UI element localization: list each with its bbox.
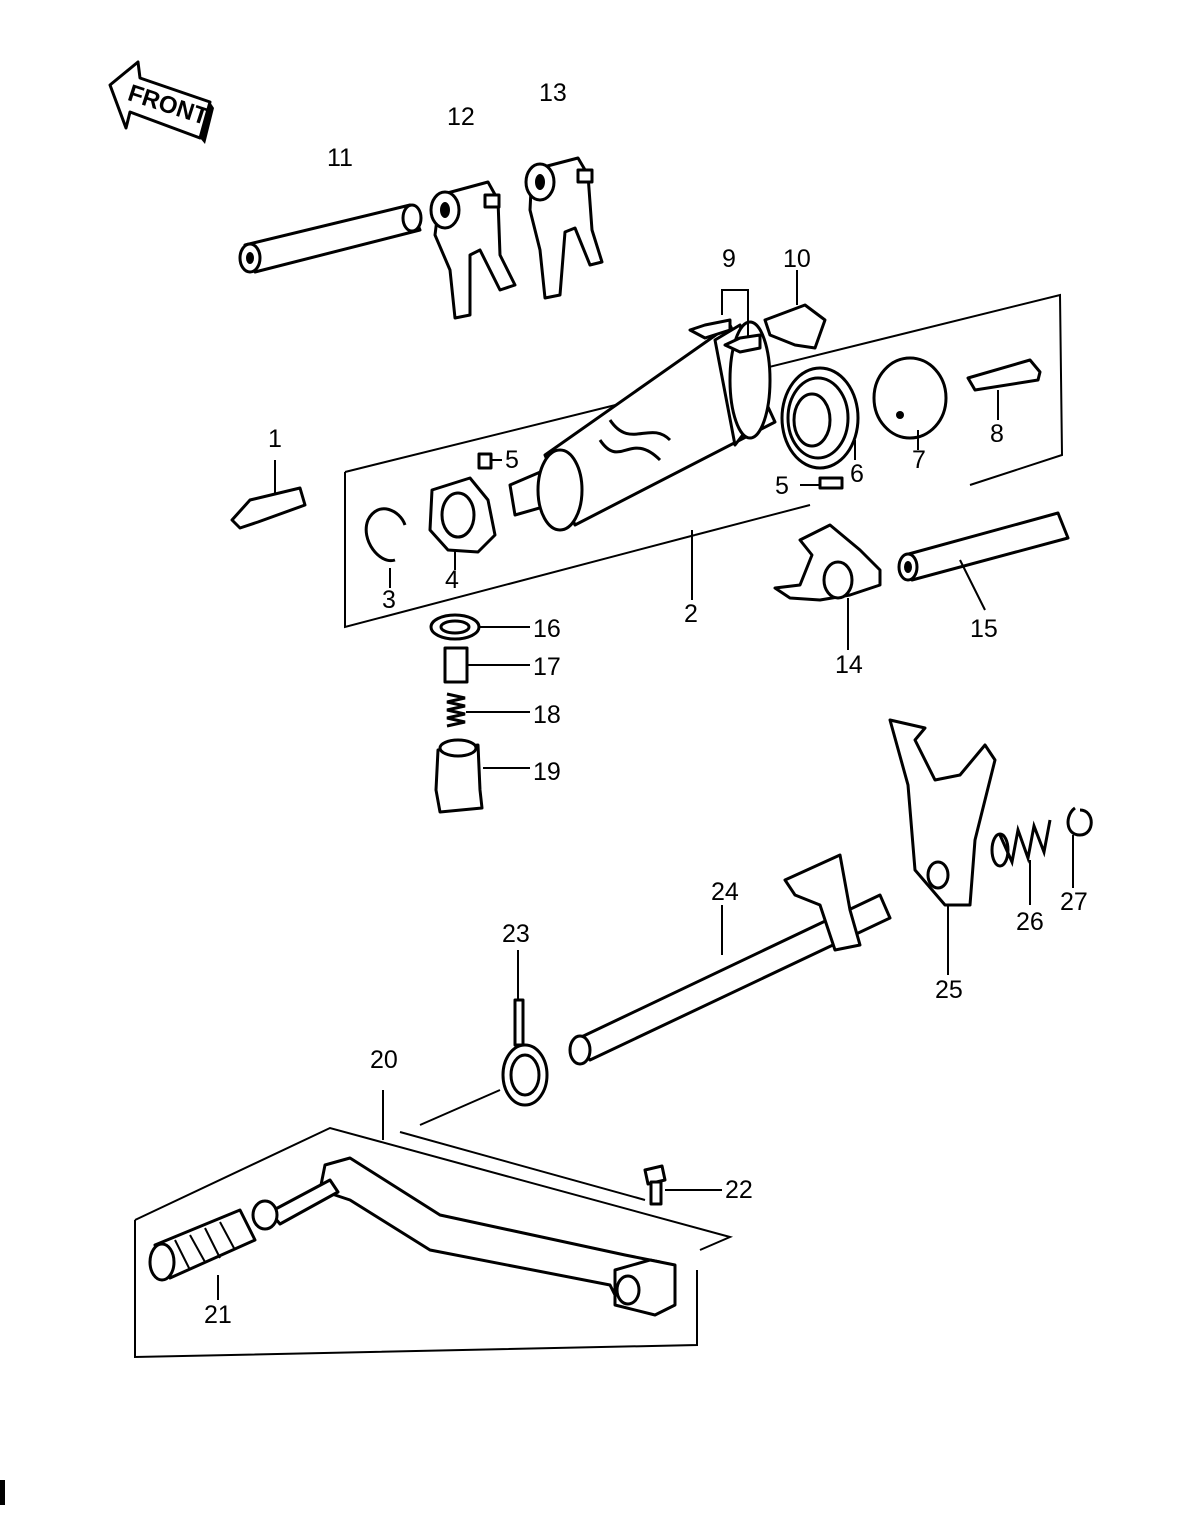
return-spring-23 (501, 950, 549, 1107)
stopper-plate-10 (763, 270, 827, 350)
callout-27: 27 (1060, 888, 1088, 916)
shift-pedal-20 (251, 1156, 677, 1317)
washer-16 (429, 613, 530, 641)
callout-15: 15 (970, 615, 998, 643)
callout-12: 12 (447, 103, 475, 131)
bolt-22 (643, 1164, 722, 1206)
page-edge-mark (0, 1480, 5, 1505)
shift-fork-14 (773, 523, 882, 650)
neutral-switch-1 (230, 460, 307, 530)
shift-arm-25 (888, 718, 997, 975)
shift-shaft-24 (568, 853, 892, 1066)
callout-7: 7 (912, 446, 926, 474)
callout-4: 4 (445, 566, 459, 594)
pin-5-bottom (818, 476, 844, 490)
pin-plate-4 (428, 476, 497, 570)
fork-shaft-11 (238, 203, 423, 274)
shift-fork-12 (429, 180, 517, 320)
plug-19 (434, 738, 530, 814)
callout-23: 23 (502, 920, 530, 948)
callout-17: 17 (533, 653, 561, 681)
shift-drum-2 (508, 320, 777, 600)
front-arrow-icon: FRONT (108, 60, 214, 144)
callout-21: 21 (204, 1301, 232, 1329)
callout-3: 3 (382, 586, 396, 614)
callout-6: 6 (850, 460, 864, 488)
callout-25: 25 (935, 976, 963, 1004)
circlip-3 (364, 507, 407, 588)
detent-pin-17 (443, 646, 530, 684)
shift-fork-13 (524, 156, 604, 300)
callout-1: 1 (268, 425, 282, 453)
callout-16: 16 (533, 615, 561, 643)
callout-26: 26 (1016, 908, 1044, 936)
screws-9 (688, 289, 762, 354)
callout-18: 18 (533, 701, 561, 729)
callout-13: 13 (539, 79, 567, 107)
callout-9: 9 (722, 245, 736, 273)
callout-8: 8 (990, 420, 1004, 448)
pedal-rubber-21 (148, 1208, 257, 1300)
callout-19: 19 (533, 758, 561, 786)
callout-5-top: 5 (505, 446, 519, 474)
callout-24: 24 (711, 878, 739, 906)
spring-18 (446, 692, 530, 728)
callout-22: 22 (725, 1176, 753, 1204)
callout-14: 14 (835, 651, 863, 679)
callout-2: 2 (684, 600, 698, 628)
callout-11: 11 (327, 144, 353, 172)
callout-5-bottom: 5 (775, 472, 789, 500)
cam-pin-8 (966, 358, 1042, 420)
pin-5-top (477, 452, 493, 470)
spring-26 (990, 819, 1052, 905)
cam-plate-7 (872, 356, 948, 450)
circlip-27 (1066, 806, 1093, 888)
bearing-6 (780, 366, 860, 470)
callout-20: 20 (370, 1046, 398, 1074)
callout-10: 10 (783, 245, 811, 273)
fork-shaft-15 (897, 511, 1070, 611)
